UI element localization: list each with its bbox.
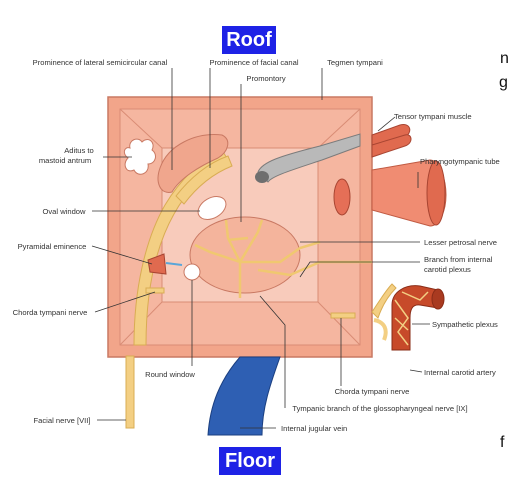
tensor-tympani	[255, 123, 412, 183]
roof-badge: Roof	[222, 26, 276, 54]
round-window	[183, 263, 201, 281]
label-facial-nerve: Facial nerve [VII]	[34, 416, 91, 425]
pyramidal-eminence	[147, 253, 167, 275]
label-oval: Oval window	[42, 207, 86, 216]
oval-window	[197, 196, 227, 220]
label-facial-canal: Prominence of facial canal	[209, 58, 298, 67]
aditus-opening	[123, 138, 156, 175]
facial-canal-prominence	[175, 155, 233, 205]
leader-lines	[91, 68, 430, 429]
tube-opening	[333, 178, 351, 216]
edge-fragment-bottom: f	[500, 434, 505, 451]
label-pharyngo: Pharyngotympanic tube	[420, 157, 500, 166]
edge-fragment-top2: g	[499, 74, 508, 91]
facial-nerve	[125, 149, 229, 429]
label-sympathetic: Sympathetic plexus	[432, 320, 498, 329]
chorda-tympani-left	[145, 287, 165, 294]
label-tegmen: Tegmen tympani	[327, 58, 383, 67]
label-branch-1: Branch from internal	[424, 255, 493, 264]
label-promontory: Promontory	[246, 74, 285, 83]
carotid-plexus-link	[373, 318, 388, 341]
label-pyramidal: Pyramidal eminence	[18, 242, 87, 251]
label-jugular: Internal jugular vein	[281, 424, 347, 433]
label-tympanic-branch: Tympanic branch of the glossopharyngeal …	[292, 404, 467, 413]
label-aditus-1: Aditus to	[64, 146, 94, 155]
chorda-tympani-right	[330, 312, 356, 319]
label-tensor: Tensor tympani muscle	[394, 112, 472, 121]
floor-badge: Floor	[219, 447, 281, 475]
label-aditus-2: mastoid antrum	[39, 156, 91, 165]
label-chorda-left: Chorda tympani nerve	[13, 308, 88, 317]
internal-jugular-vein	[207, 356, 281, 436]
label-lesser: Lesser petrosal nerve	[424, 238, 497, 247]
label-round: Round window	[145, 370, 195, 379]
label-chorda-right: Chorda tympani nerve	[335, 387, 410, 396]
label-carotid: Internal carotid artery	[424, 368, 496, 377]
label-branch-2: carotid plexus	[424, 265, 471, 274]
edge-fragment-top1: n	[500, 50, 509, 67]
internal-carotid-artery	[391, 285, 445, 351]
carotid-branch-nerve	[371, 283, 397, 319]
label-lateral-canal: Prominence of lateral semicircular canal	[33, 58, 168, 67]
